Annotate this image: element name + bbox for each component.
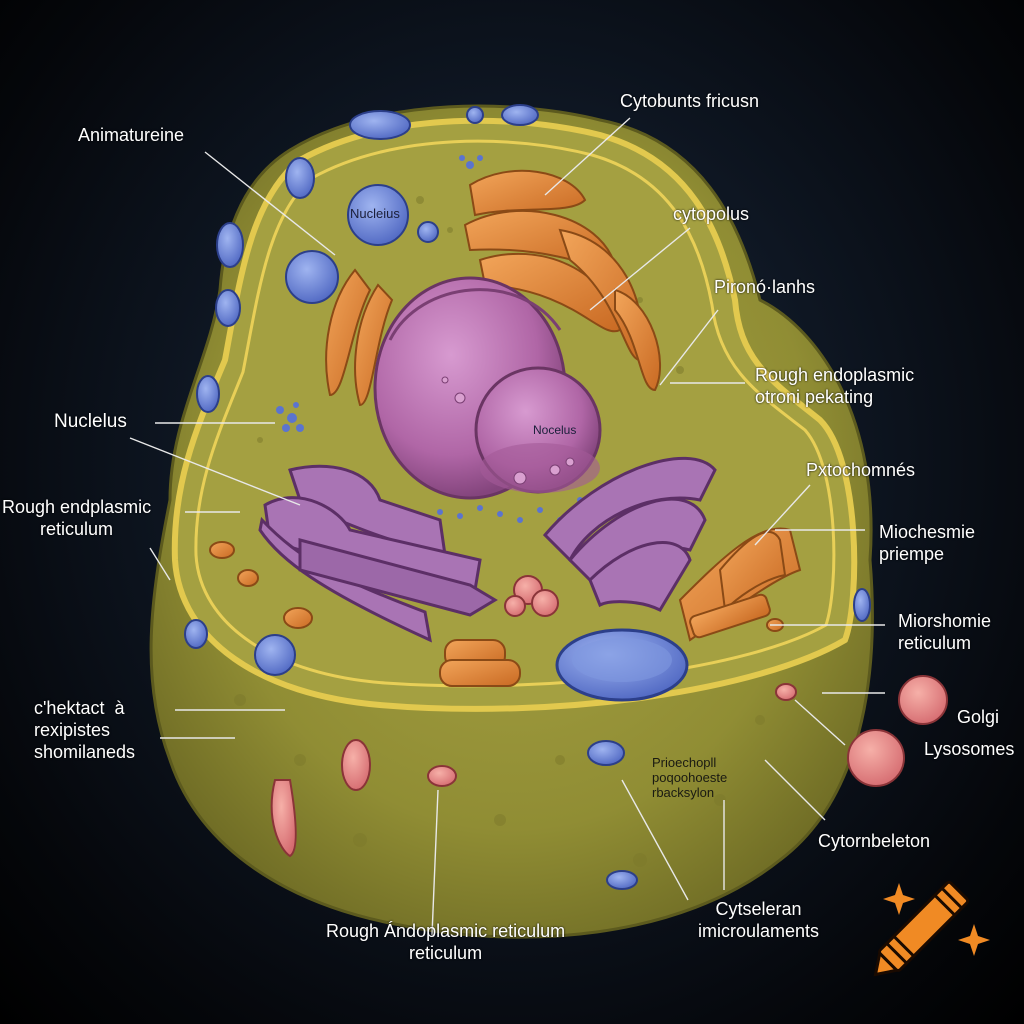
label-nucleus: Nuclelus: [54, 411, 127, 432]
label-mioishomie: Miorshomie reticulum: [898, 611, 992, 653]
nucleolus-small-label: Nucleius: [350, 206, 400, 221]
label-miochesmie: Miochesmie priempe: [879, 522, 976, 564]
label-cytselean: Cytseleran imicroulaments: [698, 899, 820, 941]
label-chektact: c'hektact à rexipistes shomilaneds: [34, 698, 136, 762]
leader-lines: [129, 117, 885, 936]
crayon-logo: [873, 880, 970, 977]
label-cytopolus: cytopolus: [673, 204, 750, 224]
outer-vesicles: [184, 104, 871, 890]
label-pirono: Pironó·lanhs: [714, 277, 816, 297]
nucleolus-big-label: Nocelus: [533, 423, 577, 437]
sparkle-icon: [883, 883, 990, 956]
label-cytobunts: Cytobunts fricusn: [620, 91, 760, 111]
label-rough-endoplasmic-bottom: Rough Ándoplasmic reticulum reticulum: [326, 921, 566, 963]
endoplasmic-reticulum-right: [542, 456, 717, 612]
golgi-right-lower: [678, 527, 802, 642]
label-lysosomes: Lysosomes: [924, 739, 1015, 759]
plasma-membrane: [194, 139, 836, 688]
label-golgi: Golgi: [957, 707, 1000, 727]
nucleus: [373, 276, 602, 500]
inner-vesicles: [254, 106, 484, 676]
label-cytornbeleton: Cytornbeleton: [818, 831, 931, 851]
golgi-right-upper: [614, 288, 661, 392]
lower-lysosomes: [270, 683, 797, 858]
label-animatureine: Animatureine: [78, 125, 185, 145]
lysosome-cluster: [504, 575, 559, 617]
label-rough-endoplasmic-right: Rough endoplasmic otroni pekating: [755, 365, 915, 407]
external-lysosomes: [847, 675, 948, 787]
label-prioechopll: Prioechopll poqoohoeste rbacksylon: [652, 755, 728, 800]
golgi-upper: [463, 169, 643, 362]
endoplasmic-reticulum-left: [258, 464, 498, 643]
golgi-left: [325, 268, 394, 407]
label-pxtochomnes: Pxtochomnés: [806, 460, 916, 480]
mitochondria: [209, 541, 784, 687]
label-rough-endoplasmic-left: Rough endplasmic reticulum: [2, 497, 152, 539]
